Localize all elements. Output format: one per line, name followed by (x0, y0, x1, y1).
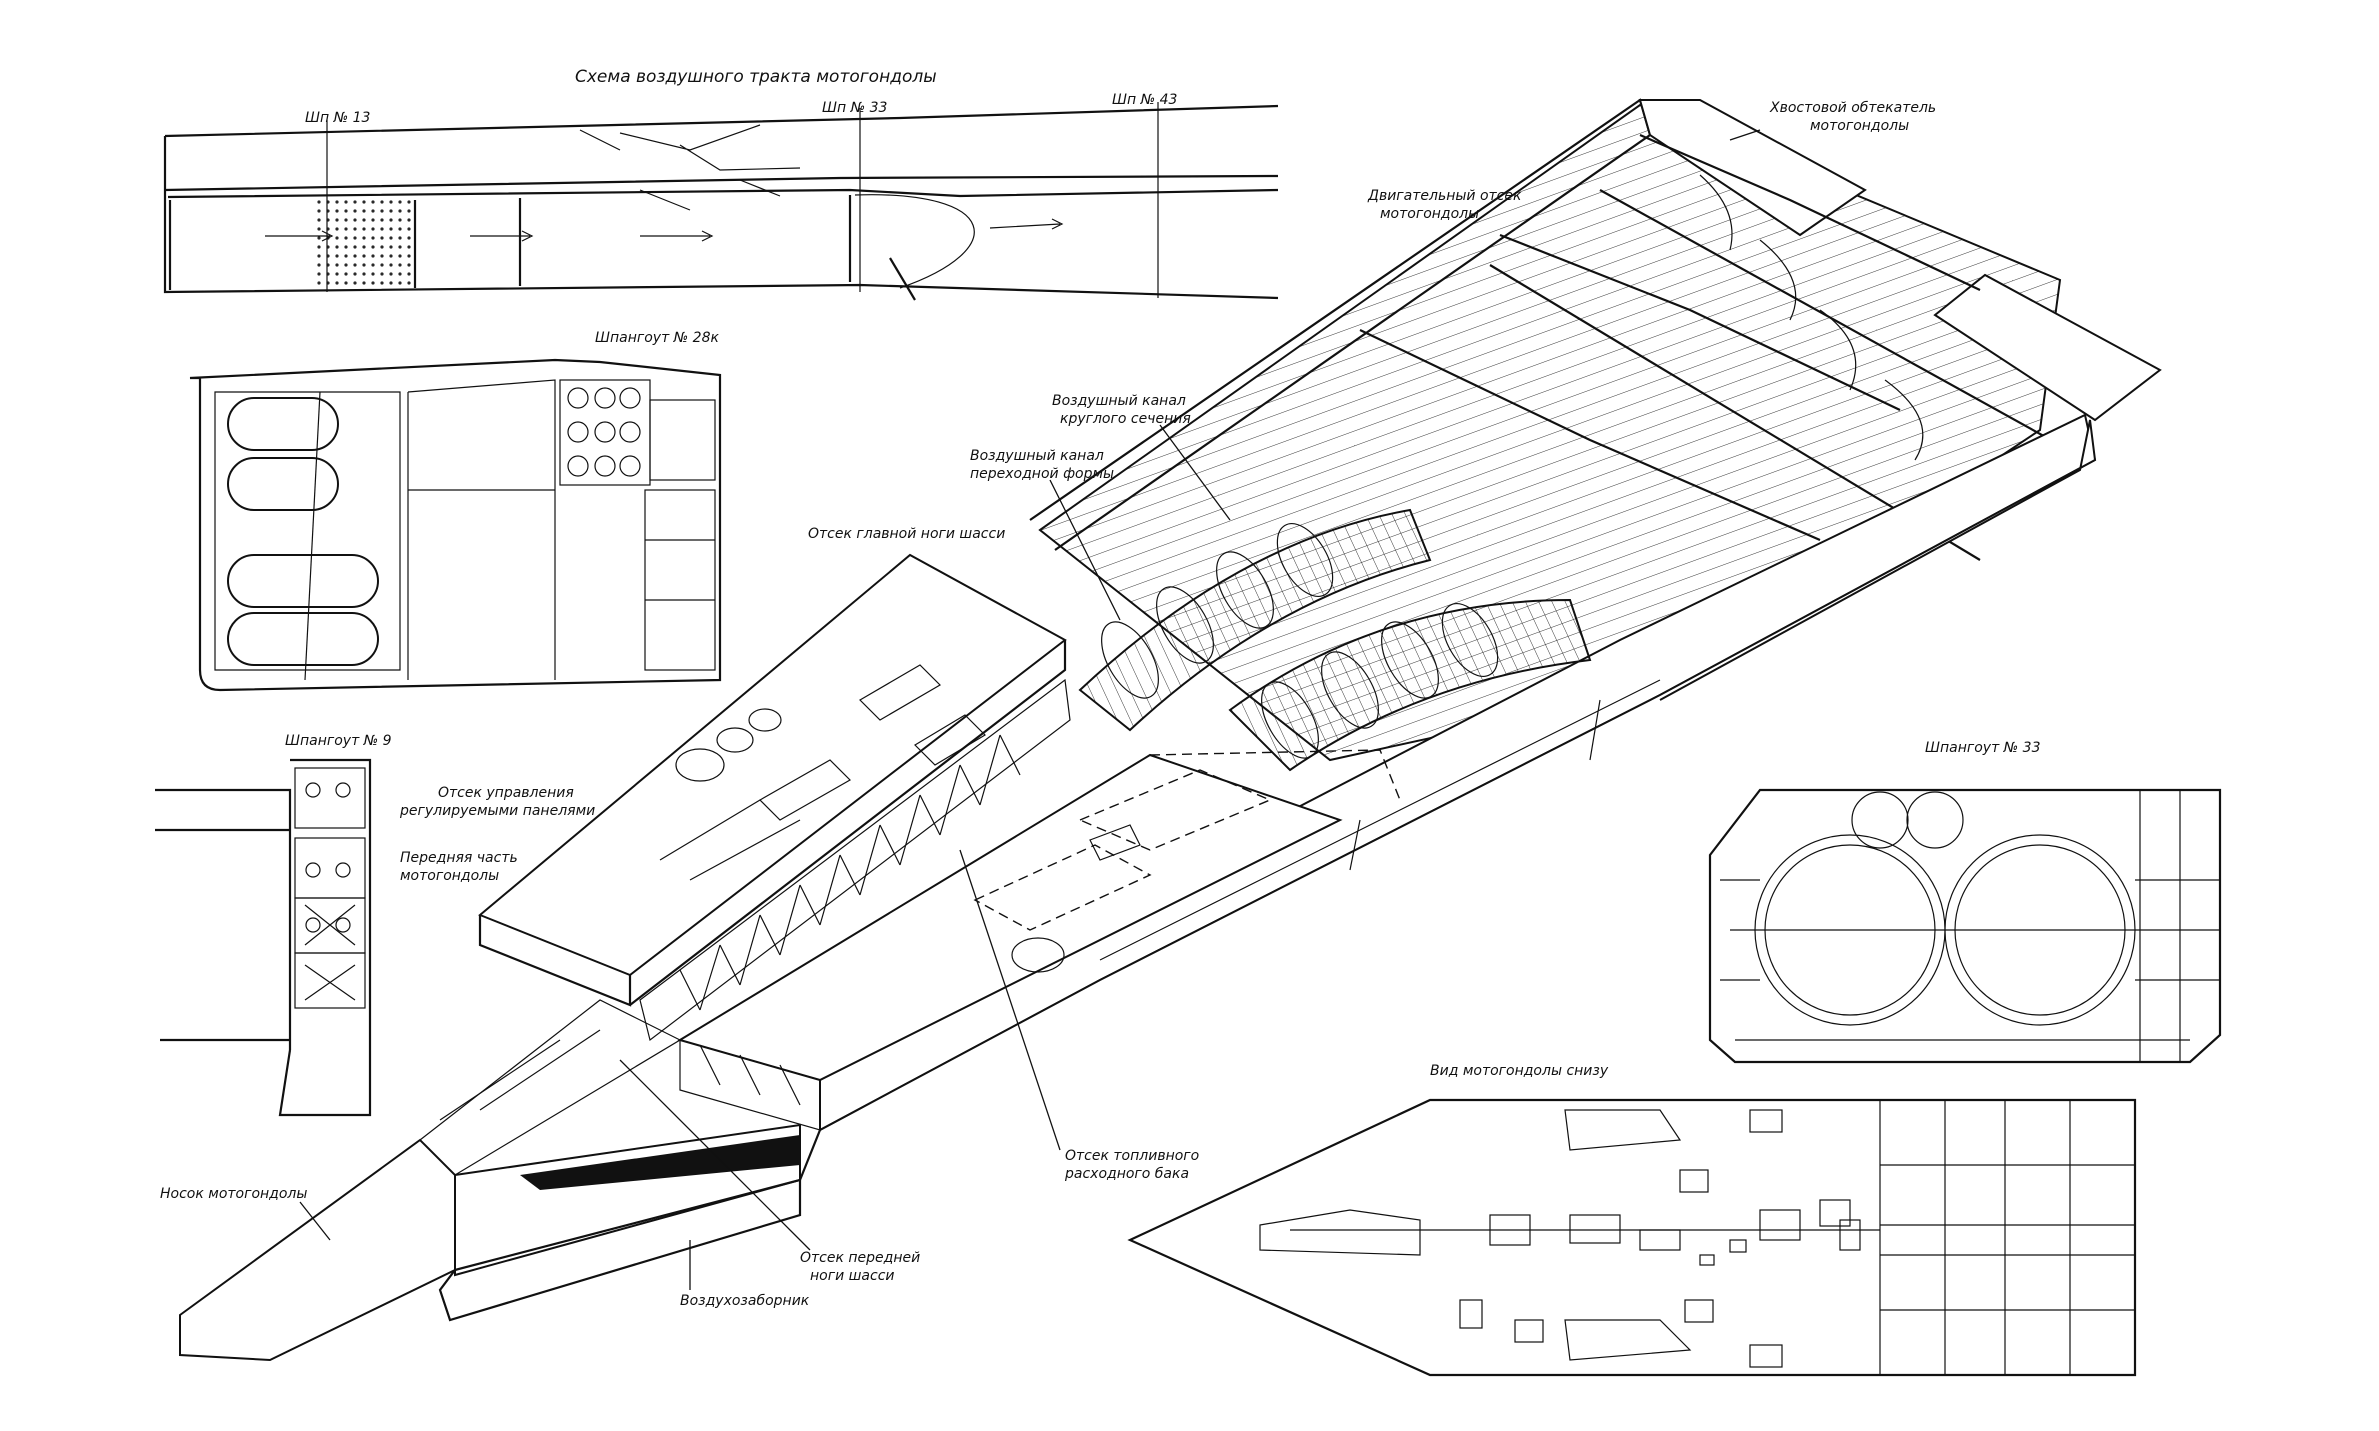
frame-13-label: Шп № 13 (305, 110, 370, 126)
nacelle-nose (179, 1138, 456, 1362)
air-intake-label: Воздухозаборник (680, 1293, 810, 1309)
front-part-label-line1: Передняя часть (400, 850, 518, 866)
tail-fairing-lower (1933, 273, 2162, 422)
frame-43-label: Шп № 43 (1112, 92, 1177, 108)
frame-9-section: Шпангоут № 9 (155, 733, 392, 1117)
nacelle-nose-label: Носок мотогондолы (160, 1186, 307, 1202)
engine-bay-label-line2: мотогондолы (1380, 206, 1479, 222)
tail-fairing-label-line2: мотогондолы (1810, 118, 1909, 134)
air-duct-scheme: Схема воздушного тракта мотогондолы Шп №… (163, 67, 1279, 301)
frame-33-label: Шп № 33 (822, 100, 887, 116)
frame-33-section: Шпангоут № 33 (1708, 740, 2222, 1064)
bottom-view: Вид мотогондолы снизу (1127, 1063, 2137, 1377)
frame-28k-label: Шпангоут № 28к (595, 330, 719, 346)
fuel-tank-label-line2: расходного бака (1064, 1166, 1189, 1182)
nose-gear-bay-label-line2: ноги шасси (810, 1268, 895, 1284)
control-bay-label-line2: регулируемыми панелями (399, 803, 595, 819)
nacelle-isometric-cutaway (179, 98, 2162, 1362)
tail-fairing-label-line1: Хвостовой обтекатель (1769, 100, 1936, 116)
engine-bay-label-line1: Двигательный отсек (1367, 188, 1522, 204)
tail-fairing-upper (1638, 99, 1867, 237)
transition-duct-label-line2: переходной формы (970, 466, 1114, 482)
frame-28k-section: Шпангоут № 28к (189, 330, 722, 692)
control-bay-label-line1: Отсек управления (438, 785, 574, 801)
bottom-view-label: Вид мотогондолы снизу (1430, 1063, 1609, 1079)
round-duct-label-line1: Воздушный канал (1052, 393, 1186, 409)
round-duct-label-line2: круглого сечения (1060, 411, 1191, 427)
air-duct-scheme-title: Схема воздушного тракта мотогондолы (575, 67, 937, 87)
main-gear-bay-label: Отсек главной ноги шасси (808, 526, 1005, 542)
transition-duct-label-line1: Воздушный канал (970, 448, 1104, 464)
frame-9-label: Шпангоут № 9 (285, 733, 392, 749)
fuel-tank-label-line1: Отсек топливного (1065, 1148, 1199, 1164)
air-ducts (1078, 508, 1592, 772)
callouts: Хвостовой обтекатель мотогондолы Двигате… (160, 100, 1936, 1309)
nose-gear-bay-label-line1: Отсек передней (800, 1250, 920, 1266)
airflow-arrows (265, 129, 1064, 242)
front-part-label-line2: мотогондолы (400, 868, 499, 884)
frame-33-section-label: Шпангоут № 33 (1925, 740, 2041, 756)
